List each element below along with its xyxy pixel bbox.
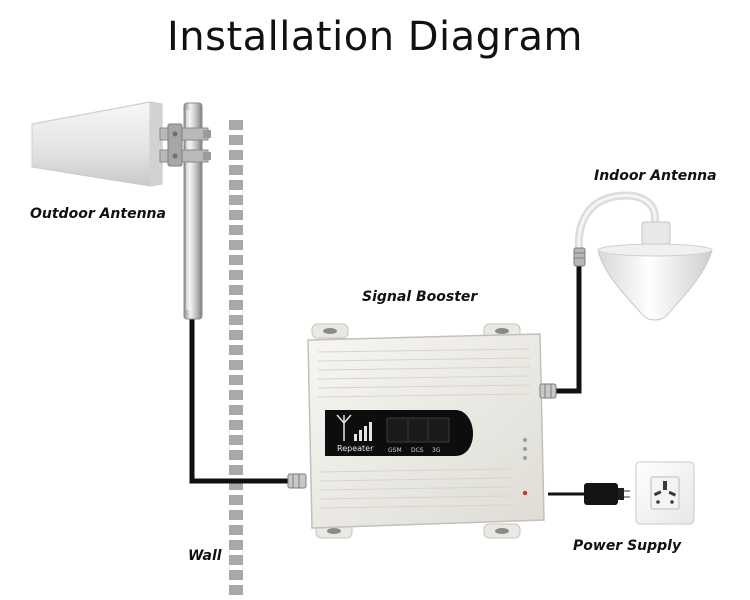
- signal-booster-label: Signal Booster: [362, 289, 478, 305]
- booster-fin-line: [319, 477, 511, 482]
- wall-block: [229, 165, 243, 175]
- outdoor-antenna-label: Outdoor Antenna: [30, 206, 166, 222]
- wall-block: [229, 210, 243, 220]
- wall-label: Wall: [188, 548, 222, 564]
- wall-socket-icon: [635, 461, 695, 525]
- signal-booster-device: [307, 323, 545, 539]
- signal-bars-icon: [336, 414, 372, 441]
- wall-block: [229, 585, 243, 595]
- wall-block: [229, 345, 243, 355]
- wall-block: [229, 240, 243, 250]
- indoor-antenna-label: Indoor Antenna: [594, 168, 717, 184]
- power-plug-icon: [584, 483, 630, 505]
- wall-block: [229, 480, 243, 490]
- power-supply-label: Power Supply: [573, 538, 682, 554]
- wall-block: [229, 390, 243, 400]
- booster-fin-line: [317, 357, 531, 362]
- status-leds: [522, 438, 528, 496]
- wall-block: [229, 450, 243, 460]
- wall-block: [229, 315, 243, 325]
- wall-block: [229, 120, 243, 130]
- wall-block: [229, 555, 243, 565]
- booster-fin-line: [317, 375, 531, 380]
- wall-block: [229, 465, 243, 475]
- indoor-antenna-icon: [573, 191, 713, 321]
- wall-block: [229, 405, 243, 415]
- booster-fin-line: [319, 468, 511, 473]
- page-title: Installation Diagram: [167, 14, 583, 60]
- wall-block: [229, 300, 243, 310]
- booster-fin-line: [319, 495, 511, 500]
- wall-block: [229, 150, 243, 160]
- wall: [229, 120, 243, 595]
- wall-block: [229, 330, 243, 340]
- band-label-gsm: GSM: [388, 447, 402, 454]
- band-label-3g: 3G: [432, 447, 441, 454]
- booster-brand-label: Repeater: [337, 444, 374, 453]
- booster-fin-line: [317, 384, 531, 389]
- wall-block: [229, 285, 243, 295]
- wall-block: [229, 435, 243, 445]
- wall-block: [229, 525, 243, 535]
- booster-input-connector: [287, 473, 307, 489]
- band-label-dcs: DCS: [411, 447, 424, 454]
- wall-block: [229, 135, 243, 145]
- wall-block: [229, 375, 243, 385]
- booster-output-connector: [539, 383, 557, 399]
- wall-block: [229, 195, 243, 205]
- wall-block: [229, 180, 243, 190]
- wall-block: [229, 255, 243, 265]
- wall-block: [229, 420, 243, 430]
- booster-fin-line: [317, 393, 531, 398]
- wall-block: [229, 570, 243, 580]
- wall-block: [229, 360, 243, 370]
- wall-block: [229, 270, 243, 280]
- booster-fin-line: [319, 486, 511, 491]
- outdoor-cable: [189, 318, 288, 484]
- booster-fin-line: [317, 348, 531, 353]
- wall-block: [229, 510, 243, 520]
- booster-fin-line: [319, 504, 511, 509]
- wall-block: [229, 225, 243, 235]
- booster-fin-line: [317, 366, 531, 371]
- outdoor-antenna-icon: [31, 101, 211, 320]
- indoor-cable: [556, 264, 582, 394]
- wall-block: [229, 495, 243, 505]
- wall-block: [229, 540, 243, 550]
